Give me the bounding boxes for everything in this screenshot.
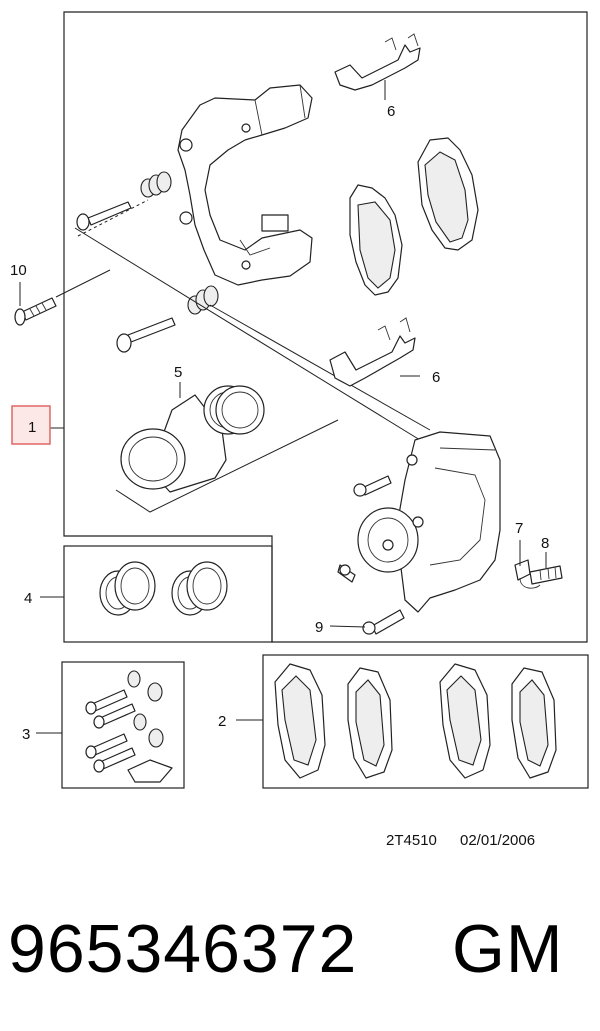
callout-5[interactable]: 5 <box>174 364 182 381</box>
upper-guide-pin <box>76 171 172 237</box>
part-number: 965346372 <box>8 911 357 987</box>
callout-9[interactable]: 9 <box>315 619 323 636</box>
callout-1-highlight <box>11 405 51 445</box>
callout-2[interactable]: 2 <box>218 713 226 730</box>
banjo-fitting <box>337 564 356 583</box>
drawing-code: 2T4510 <box>386 832 437 849</box>
pad-set-parts <box>274 663 557 779</box>
callout-3[interactable]: 3 <box>22 726 30 743</box>
caliper-mounting-bolt-9 <box>362 609 405 635</box>
callout-1[interactable]: 1 <box>28 419 36 436</box>
lower-guide-pin <box>116 285 219 353</box>
caliper-body <box>357 431 501 613</box>
upper-pin-boot <box>140 171 172 198</box>
seal-kit-rings <box>99 561 228 616</box>
caliper-bracket <box>177 84 313 286</box>
pin-kit-frame <box>61 661 185 789</box>
brand-name: GM <box>452 911 564 987</box>
pad-set-frame <box>262 654 589 789</box>
callout-4[interactable]: 4 <box>24 590 32 607</box>
callout-10[interactable]: 10 <box>10 262 27 279</box>
drawing-date: 02/01/2006 <box>460 832 535 849</box>
anti-rattle-clip-lower <box>329 317 416 387</box>
mounting-bolt-10 <box>14 297 57 326</box>
brake-pad-outer <box>417 137 479 251</box>
caliper-piston <box>115 385 339 513</box>
callout-7[interactable]: 7 <box>515 520 523 537</box>
callout-6-upper[interactable]: 6 <box>387 103 395 120</box>
pin-kit-parts <box>85 670 173 783</box>
bleeder-screw-8 <box>529 565 563 585</box>
anti-rattle-clip-upper <box>334 33 421 91</box>
caliper-mounting-bolt-upper <box>353 475 392 497</box>
brake-pad-inner <box>349 184 403 296</box>
seal-kit-frame <box>63 545 273 643</box>
callout-8[interactable]: 8 <box>541 535 549 552</box>
main-assembly-frame <box>63 11 588 643</box>
callout-6-lower[interactable]: 6 <box>432 369 440 386</box>
